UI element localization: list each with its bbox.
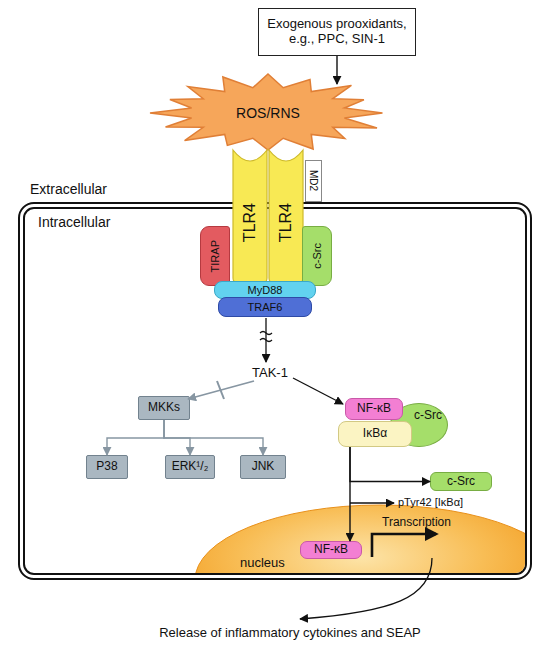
kinase-box: P38 bbox=[86, 455, 128, 479]
node-text: nucleus bbox=[240, 556, 285, 571]
signal-connector bbox=[350, 447, 430, 482]
signal-connector bbox=[107, 420, 164, 455]
node-text: JNK bbox=[252, 460, 275, 474]
ros-starburst: ROS/RNS bbox=[148, 72, 388, 154]
node-text: NF-κB bbox=[314, 543, 348, 557]
kinase-box: c-Src bbox=[430, 472, 492, 491]
output-label: Release of inflammatory cytokines and SE… bbox=[159, 626, 421, 641]
signal-connector bbox=[336, 56, 337, 84]
node-text: TRAF6 bbox=[248, 301, 283, 314]
process-label: Transcription bbox=[382, 516, 451, 530]
node-text: TLR4 bbox=[277, 203, 295, 242]
node-text: P38 bbox=[96, 460, 117, 474]
node-text: TLR4 bbox=[241, 203, 259, 242]
node-text: Exogenous prooxidants, e.g., PPC, SIN-1 bbox=[265, 17, 409, 47]
node-text: Intracellular bbox=[38, 214, 110, 230]
signal-connector bbox=[164, 420, 263, 455]
starburst-shape bbox=[150, 74, 382, 150]
region-label: Extracellular bbox=[30, 181, 107, 197]
receptor-body bbox=[269, 150, 303, 283]
transcription-factor-box: NF-κB bbox=[345, 398, 403, 420]
node-text: c-Src bbox=[414, 409, 442, 423]
kinase-label: TAK-1 bbox=[252, 366, 288, 381]
inhibitor-box: IκBα bbox=[338, 421, 412, 447]
node-text: MyD88 bbox=[248, 284, 283, 297]
signal-arrow bbox=[293, 378, 343, 404]
adaptor-box: TRAF6 bbox=[218, 297, 312, 317]
node-text: c-Src bbox=[447, 475, 475, 489]
node-text: ROS/RNS bbox=[236, 105, 300, 121]
nucleus-ellipse: nucleus NF-κB bbox=[195, 505, 532, 580]
node-text: IκBα bbox=[363, 427, 387, 441]
node-text: MD2 bbox=[308, 170, 320, 191]
inhibition-mark bbox=[217, 381, 224, 399]
kinase-box: ERK¹/₂ bbox=[165, 455, 215, 479]
node-text: NF-κB bbox=[357, 402, 391, 416]
kinase-box: c-Src bbox=[302, 226, 332, 286]
receptor-shape: TLR4 bbox=[232, 148, 268, 284]
receptor-body bbox=[233, 150, 267, 283]
product-label: pTyr42 [IκBα] bbox=[398, 496, 463, 509]
kinase-box: JNK bbox=[240, 455, 286, 479]
signal-connector bbox=[164, 420, 190, 455]
break-mark bbox=[260, 339, 272, 342]
node-text: ERK¹/₂ bbox=[172, 460, 209, 474]
blocked-arrow bbox=[188, 381, 254, 399]
transcription-factor-box: NF-κB bbox=[300, 541, 362, 559]
receptor-shape: TLR4 bbox=[268, 148, 304, 284]
nucleus-body bbox=[195, 505, 532, 580]
break-mark bbox=[260, 332, 272, 335]
signal-arrow bbox=[265, 318, 266, 362]
kinase-box: MKKs bbox=[138, 396, 190, 420]
node-text: TIRAP bbox=[209, 240, 222, 272]
coreceptor-box: MD2 bbox=[305, 160, 322, 202]
adaptor-box: TIRAP bbox=[200, 226, 230, 286]
node-text: c-Src bbox=[311, 243, 324, 269]
signal-arrow bbox=[350, 502, 394, 503]
node-text: MKKs bbox=[148, 401, 180, 415]
stimulus-box: Exogenous prooxidants, e.g., PPC, SIN-1 bbox=[258, 8, 416, 56]
